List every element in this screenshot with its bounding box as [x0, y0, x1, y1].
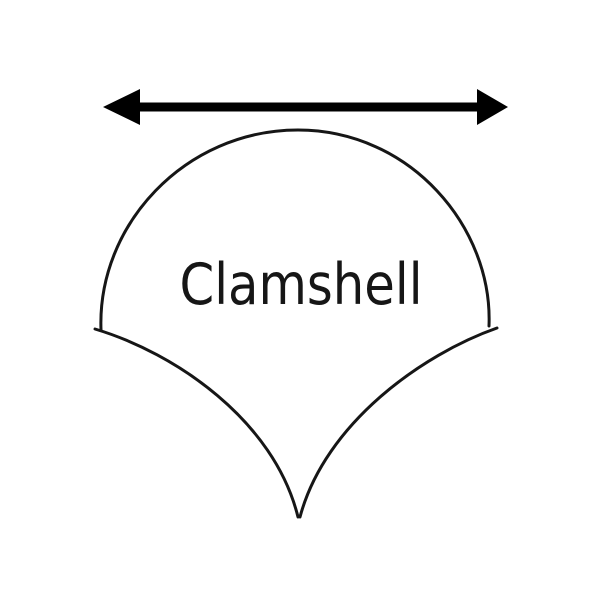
- clamshell-right-sweep-outline: [298, 326, 499, 519]
- clamshell-dome-outline: [99, 128, 491, 332]
- arrow-left-head-icon: [103, 89, 140, 125]
- shape-label: Clamshell: [180, 252, 423, 318]
- clamshell-left-sweep-outline: [93, 327, 300, 519]
- clamshell-shape: [93, 128, 499, 519]
- width-arrow: [103, 89, 508, 125]
- arrow-right-head-icon: [477, 89, 508, 125]
